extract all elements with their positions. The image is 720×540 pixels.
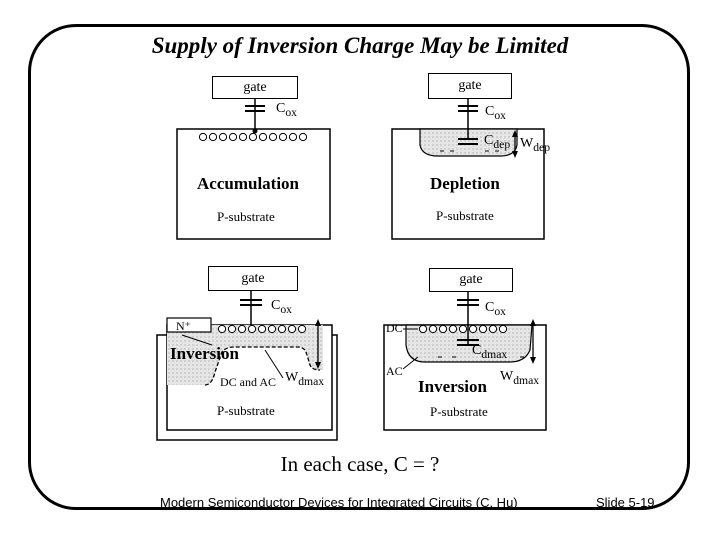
inversion-right-cox-label: Cox <box>485 300 506 318</box>
ac-label: AC <box>386 364 403 378</box>
inversion-right-w-label: Wdmax <box>500 369 540 387</box>
inversion-left-gate: gate <box>208 266 298 291</box>
inversion-right-cdmax-label: Cdmax <box>472 343 508 361</box>
slide-frame <box>28 24 690 510</box>
inversion-right-title: Inversion <box>418 377 487 396</box>
depletion-title: Depletion <box>430 174 500 193</box>
inversion-left-substrate: P-substrate <box>217 403 275 418</box>
accumulation-title: Accumulation <box>197 174 299 193</box>
hole-row <box>198 132 308 142</box>
slide-number: Slide 5-19 <box>596 495 655 510</box>
accumulation-cox-label: Cox <box>276 101 297 119</box>
slide-title: Supply of Inversion Charge May be Limite… <box>151 33 569 58</box>
inversion-right-panel <box>383 291 547 431</box>
inversion-right-gate: gate <box>429 268 513 292</box>
dc-and-ac-label: DC and AC <box>220 375 277 389</box>
depletion-cox-label: Cox <box>485 104 506 122</box>
accumulation-panel <box>176 99 331 240</box>
question-text: In each case, C = ? <box>280 452 440 476</box>
inversion-left-w-label: Wdmax <box>285 370 325 388</box>
depletion-wdep-label: Wdep <box>520 136 551 154</box>
depletion-gate: gate <box>428 73 512 99</box>
accumulation-gate: gate <box>212 76 298 99</box>
inversion-left-cox-label: Cox <box>271 298 292 316</box>
inversion-left-title: Inversion <box>170 344 239 363</box>
course-footer: Modern Semiconductor Devices for Integra… <box>160 495 518 510</box>
depletion-substrate: P-substrate <box>436 208 494 223</box>
depletion-cdep-label: Cdep <box>484 133 511 151</box>
inversion-left-panel <box>156 291 338 441</box>
nplus-label: N⁺ <box>176 319 191 333</box>
depletion-panel <box>391 99 545 240</box>
inversion-right-substrate: P-substrate <box>430 404 488 419</box>
accumulation-substrate: P-substrate <box>217 209 275 224</box>
dc-label: DC <box>386 321 403 335</box>
